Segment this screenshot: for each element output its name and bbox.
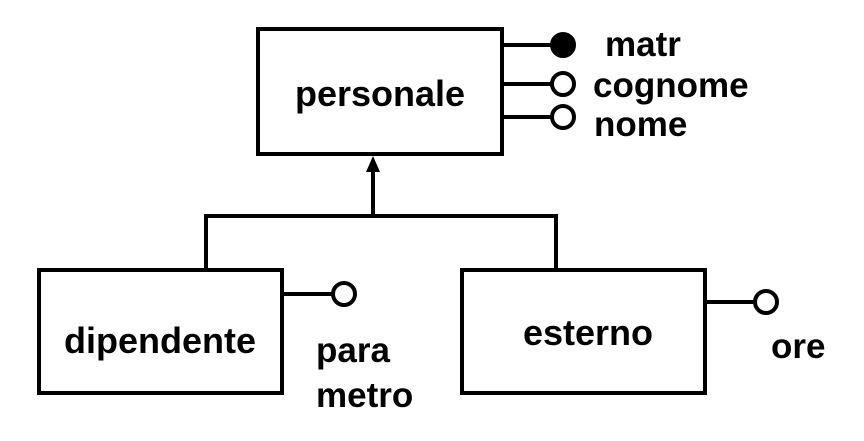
attribute-cognome-label: cognome [593, 66, 749, 105]
attribute-nome-marker [550, 104, 576, 130]
attribute-nome: nome [502, 104, 687, 144]
attribute-matr: matr [502, 25, 681, 64]
attribute-parametro-label-line1: para [316, 331, 390, 370]
entity-dipendente-label: dipendente [64, 320, 256, 361]
attribute-parametro-marker [331, 281, 357, 307]
entity-personale-box [256, 27, 504, 156]
entity-personale: personale [256, 27, 504, 156]
generalization-branch [204, 214, 558, 270]
entity-personale-label: personale [295, 73, 465, 114]
entity-esterno: esterno [460, 268, 707, 395]
attribute-parametro-label-line2: metro [316, 376, 413, 415]
attribute-ore-marker [753, 289, 779, 315]
attribute-nome-label: nome [594, 105, 687, 144]
attribute-matr-key-marker [550, 32, 576, 58]
attribute-ore: ore [705, 289, 825, 366]
entity-dipendente-box [37, 268, 284, 395]
attribute-matr-label: matr [605, 25, 681, 64]
entity-dipendente: dipendente [37, 268, 284, 395]
attribute-ore-label: ore [771, 327, 825, 366]
generalization-arrow-head [366, 156, 380, 172]
attribute-parametro: para metro [282, 281, 413, 415]
entity-esterno-box [460, 268, 707, 395]
entity-esterno-label: esterno [523, 312, 653, 353]
attribute-cognome: cognome [502, 66, 749, 105]
generalization-connector [204, 156, 558, 270]
attribute-cognome-marker [550, 71, 576, 97]
